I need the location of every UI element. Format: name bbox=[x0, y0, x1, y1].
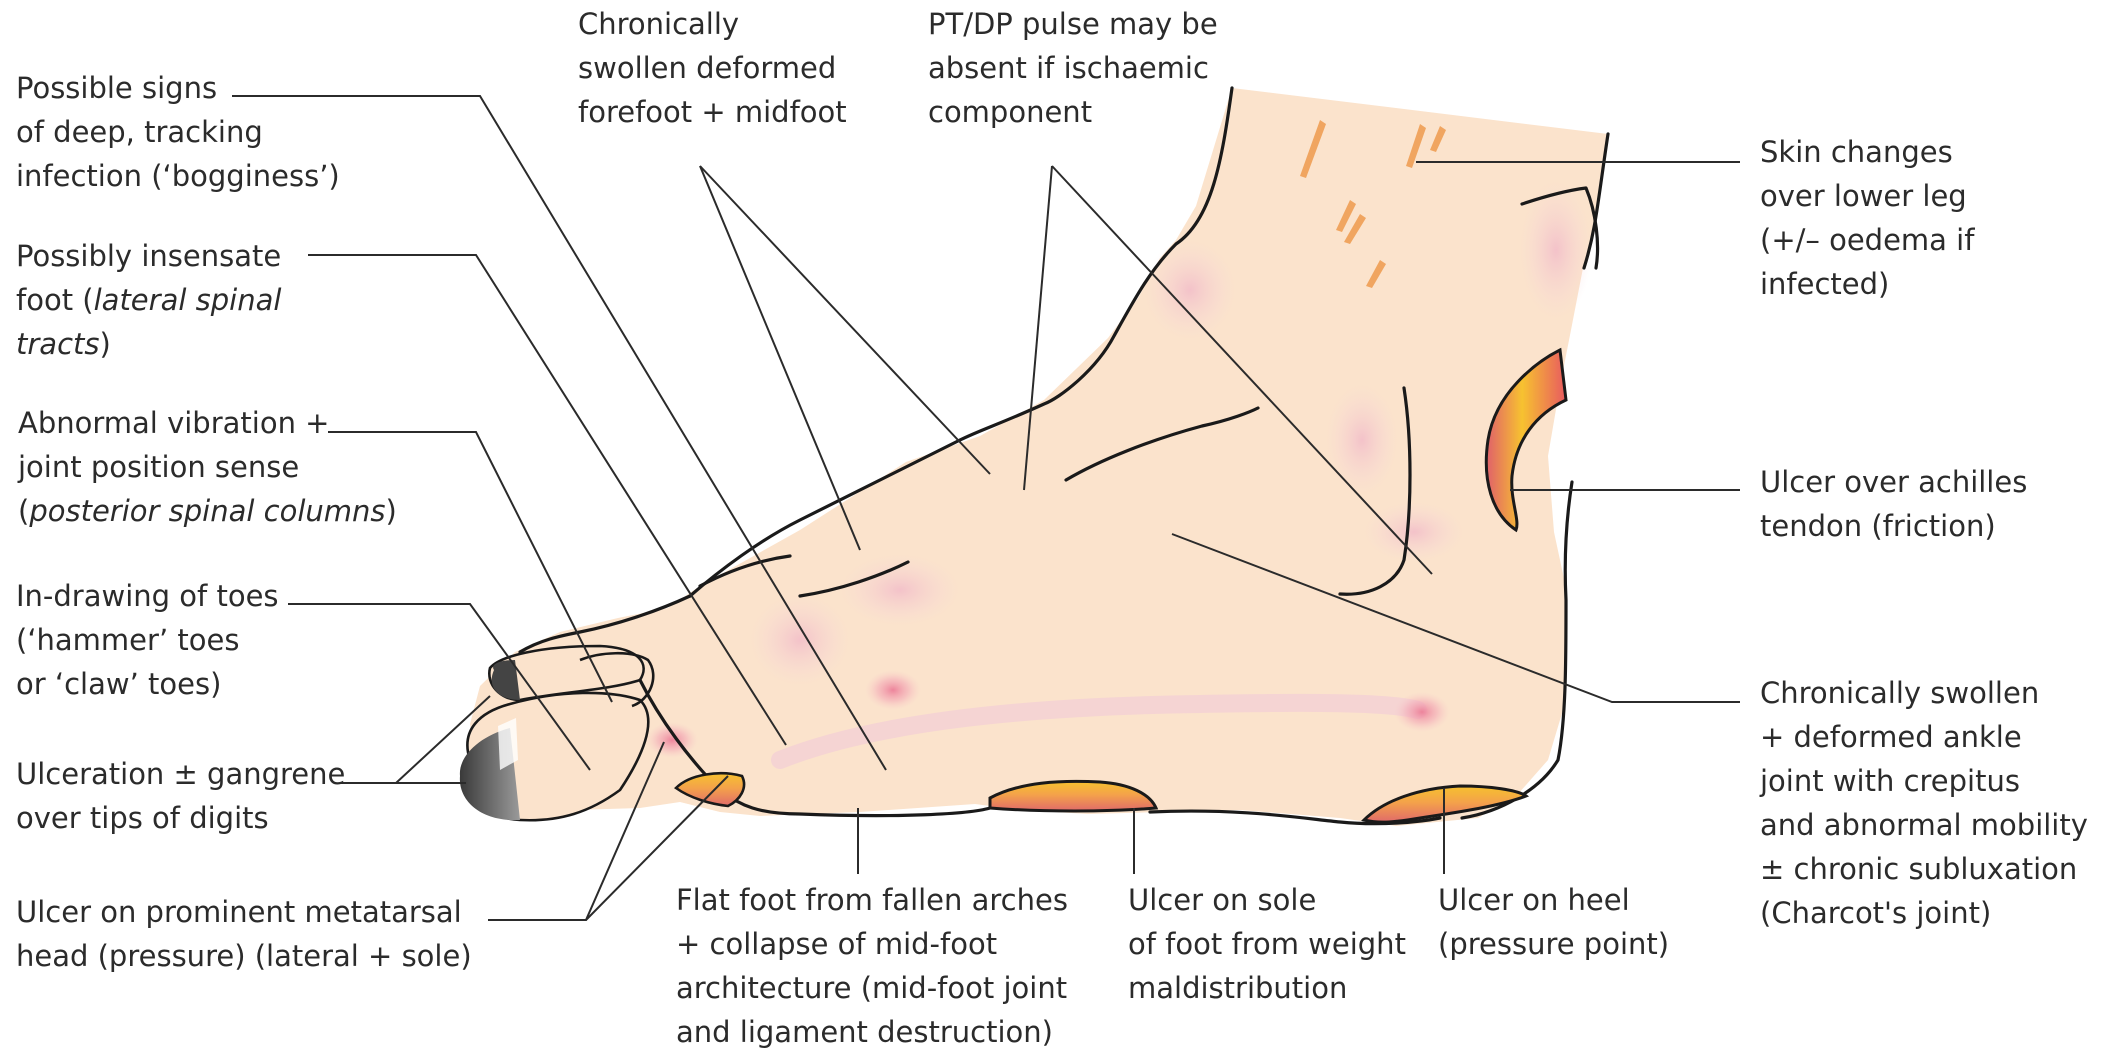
leader-forefoot-1 bbox=[700, 166, 860, 550]
label-line: PT/DP pulse may be bbox=[928, 2, 1218, 46]
label-line: + deformed ankle bbox=[1760, 715, 2088, 759]
label-line: Chronically bbox=[578, 2, 847, 46]
label-line: infected) bbox=[1760, 262, 1974, 306]
label-line: (Charcot's joint) bbox=[1760, 891, 2088, 935]
label-line: Ulcer on prominent metatarsal bbox=[16, 890, 472, 934]
label-line: infection (‘bogginess’) bbox=[16, 154, 340, 198]
label-toes: In-drawing of toes (‘hammer’ toes or ‘cl… bbox=[16, 574, 279, 706]
label-line: Flat foot from fallen arches bbox=[676, 878, 1068, 922]
label-vibration: Abnormal vibration + joint position sens… bbox=[18, 401, 397, 533]
label-line: maldistribution bbox=[1128, 966, 1406, 1010]
label-line: ± chronic subluxation bbox=[1760, 847, 2088, 891]
label-line: Possible signs bbox=[16, 66, 340, 110]
label-line: (+/– oedema if bbox=[1760, 218, 1974, 262]
inflamed-spot bbox=[865, 670, 921, 710]
label-line: and abnormal mobility bbox=[1760, 803, 2088, 847]
label-deep-infection: Possible signs of deep, tracking infecti… bbox=[16, 66, 340, 198]
label-heel-ulcer: Ulcer on heel (pressure point) bbox=[1438, 878, 1669, 966]
label-text: foot ( bbox=[16, 283, 94, 317]
inflamed-spot bbox=[1394, 692, 1450, 732]
label-emphasis: posterior spinal columns bbox=[29, 494, 385, 528]
label-line: component bbox=[928, 90, 1218, 134]
label-flat-foot: Flat foot from fallen arches + collapse … bbox=[676, 878, 1068, 1054]
label-text: ) bbox=[100, 327, 111, 361]
label-line: or ‘claw’ toes) bbox=[16, 662, 279, 706]
label-line: joint with crepitus bbox=[1760, 759, 2088, 803]
label-line: (posterior spinal columns) bbox=[18, 489, 397, 533]
label-text: ( bbox=[18, 494, 29, 528]
label-line: of foot from weight bbox=[1128, 922, 1406, 966]
label-line: foot (lateral spinal bbox=[16, 278, 281, 322]
label-line: Possibly insensate bbox=[16, 234, 281, 278]
label-line: Skin changes bbox=[1760, 130, 1974, 174]
label-line: architecture (mid-foot joint bbox=[676, 966, 1068, 1010]
label-line: (pressure point) bbox=[1438, 922, 1669, 966]
label-line: absent if ischaemic bbox=[928, 46, 1218, 90]
label-line: Chronically swollen bbox=[1760, 671, 2088, 715]
label-swollen-forefoot: Chronically swollen deformed forefoot + … bbox=[578, 2, 847, 134]
leader-forefoot-2 bbox=[700, 166, 990, 474]
label-line: joint position sense bbox=[18, 445, 397, 489]
inflamed-area bbox=[750, 594, 850, 686]
label-charcot: Chronically swollen + deformed ankle joi… bbox=[1760, 671, 2088, 935]
label-line: Ulcer over achilles bbox=[1760, 460, 2027, 504]
label-skin-changes: Skin changes over lower leg (+/– oedema … bbox=[1760, 130, 1974, 306]
label-line: head (pressure) (lateral + sole) bbox=[16, 934, 472, 978]
label-line: swollen deformed bbox=[578, 46, 847, 90]
inflamed-spot bbox=[646, 722, 698, 758]
label-sole-ulcer: Ulcer on sole of foot from weight maldis… bbox=[1128, 878, 1406, 1010]
label-pulse: PT/DP pulse may be absent if ischaemic c… bbox=[928, 2, 1218, 134]
label-metatarsal: Ulcer on prominent metatarsal head (pres… bbox=[16, 890, 472, 978]
label-line: over lower leg bbox=[1760, 174, 1974, 218]
label-line: over tips of digits bbox=[16, 796, 345, 840]
label-line: and ligament destruction) bbox=[676, 1010, 1068, 1054]
label-line: In-drawing of toes bbox=[16, 574, 279, 618]
label-line: Ulcer on heel bbox=[1438, 878, 1669, 922]
label-line: (‘hammer’ toes bbox=[16, 618, 279, 662]
label-emphasis: tracts bbox=[16, 327, 100, 361]
label-line: tendon (friction) bbox=[1760, 504, 2027, 548]
inflamed-area bbox=[1144, 240, 1236, 340]
label-line: Abnormal vibration + bbox=[18, 401, 397, 445]
label-line: Ulcer on sole bbox=[1128, 878, 1406, 922]
label-emphasis: lateral spinal bbox=[94, 283, 282, 317]
label-line: tracts) bbox=[16, 322, 281, 366]
label-text: ) bbox=[386, 494, 397, 528]
label-line: forefoot + midfoot bbox=[578, 90, 847, 134]
inflamed-area bbox=[1364, 502, 1464, 562]
inflamed-area bbox=[1326, 384, 1398, 496]
label-gangrene: Ulceration ± gangrene over tips of digit… bbox=[16, 752, 345, 840]
label-insensate: Possibly insensate foot (lateral spinal … bbox=[16, 234, 281, 366]
label-line: Ulceration ± gangrene bbox=[16, 752, 345, 796]
label-line: + collapse of mid-foot bbox=[676, 922, 1068, 966]
label-line: of deep, tracking bbox=[16, 110, 340, 154]
label-achilles: Ulcer over achilles tendon (friction) bbox=[1760, 460, 2027, 548]
